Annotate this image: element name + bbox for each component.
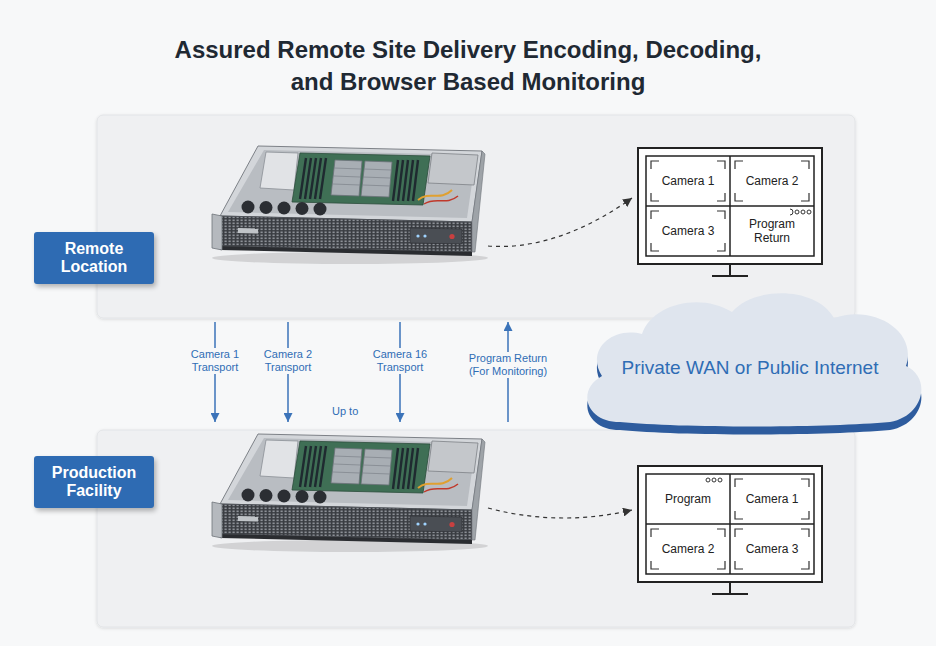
screen-divider [646,523,814,525]
output-arrow [488,508,632,518]
frame-bracket [651,161,725,201]
feed-label: Program Return [737,217,807,245]
transport-label: Camera 16 Transport [368,348,432,374]
site-panel [97,115,855,318]
monitor-stand [712,593,748,595]
server-illustration [212,434,488,552]
monitor-illustration [638,148,822,276]
monitor-screen [646,474,814,574]
monitor-frame [638,466,822,582]
monitor-tile: Program [646,474,730,524]
audio-icon [807,210,811,214]
monitor-stand [729,582,731,594]
frame-bracket [651,529,725,569]
frame-bracket [735,161,809,201]
transport-label: Camera 2 Transport [256,348,320,374]
note-label: Up to [330,405,360,418]
monitor-tile: Camera 3 [646,206,730,256]
monitor-tile: Camera 2 [646,524,730,574]
transport-label: Program Return (For Monitoring) [464,352,552,378]
feed-label: Camera 3 [746,542,799,556]
audio-icon [718,478,722,482]
monitor-tile: Program Return [730,206,814,256]
audio-icon [795,210,799,214]
feed-label: Camera 2 [662,542,715,556]
frame-bracket [735,479,809,519]
monitor-stand [729,264,731,276]
network-cloud: Private WAN or Public Internet [572,282,928,442]
monitor-tile: Camera 2 [730,156,814,206]
monitor-screen [646,156,814,256]
audio-icon [790,209,793,215]
audio-icon [706,478,710,482]
site-panel: Remote LocationCamera 1Camera 2Camera 3P… [97,115,855,318]
audio-icon [712,478,716,482]
network-label: Private WAN or Public Internet [572,356,928,379]
monitor-frame [638,148,822,264]
frame-bracket [735,529,809,569]
feed-label: Camera 2 [746,174,799,188]
audio-icon [801,210,805,214]
feed-label: Program [665,492,711,506]
monitor-tile: Camera 3 [730,524,814,574]
monitor-stand [712,275,748,277]
site-label: Production Facility [34,456,154,508]
site-label: Remote Location [34,232,154,284]
frame-bracket [651,211,725,251]
site-panel [97,430,855,627]
site-panel: Production FacilityProgramCamera 1Camera… [97,430,855,627]
output-arrow [488,198,632,246]
feed-label: Camera 1 [746,492,799,506]
monitor-tile: Camera 1 [646,156,730,206]
transport-label: Camera 1 Transport [183,348,247,374]
feed-label: Camera 1 [662,174,715,188]
diagram-title: Assured Remote Site Delivery Encoding, D… [168,34,768,98]
server-illustration [212,146,488,264]
screen-divider [646,205,814,207]
feed-label: Camera 3 [662,224,715,238]
monitor-tile: Camera 1 [730,474,814,524]
monitor-illustration [638,466,822,594]
